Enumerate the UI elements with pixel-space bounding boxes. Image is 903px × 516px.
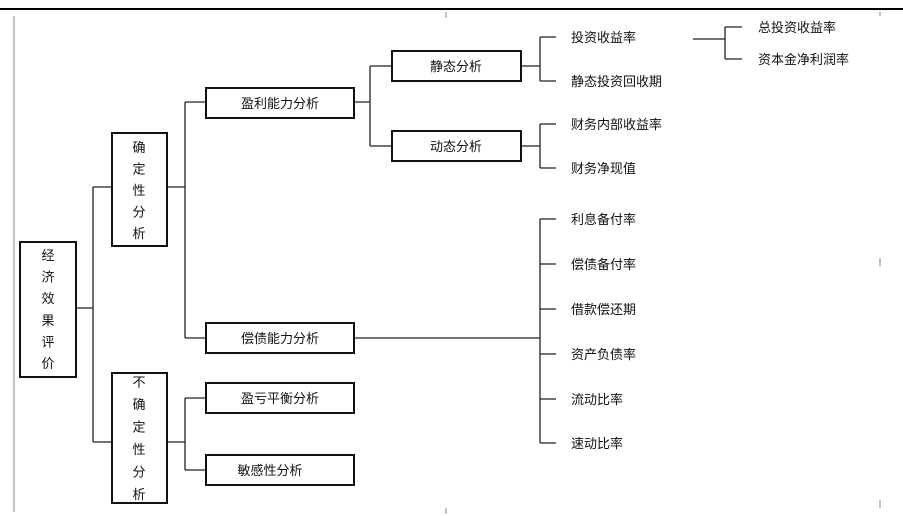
leaf-current-ratio: 流动比率 <box>571 392 623 408</box>
solvency-items: 利息备付率 偿债备付率 借款偿还期 资产负债率 流动比率 速动比率 <box>571 212 636 452</box>
dynamic-items: 财务内部收益率 财务净现值 <box>571 117 662 177</box>
solvency-analysis-label: 偿债能力分析 <box>241 332 319 347</box>
static-items: 投资收益率 静态投资回收期 <box>571 30 662 90</box>
leaf-loan-repayment-period: 借款偿还期 <box>571 303 636 318</box>
static-analysis-label: 静态分析 <box>430 60 482 75</box>
certainty-analysis-label: 确定性分析 <box>132 141 145 242</box>
connector-lines <box>76 26 742 471</box>
uncertainty-analysis-label: 不确定性分析 <box>132 375 145 503</box>
root-label: 经济效果评价 <box>41 249 54 372</box>
static-analysis-node: 静态分析 <box>391 50 522 82</box>
leaf-interest-coverage-ratio: 利息备付率 <box>571 212 636 228</box>
leaf-financial-irr: 财务内部收益率 <box>571 117 662 133</box>
leaf-quick-ratio: 速动比率 <box>571 436 623 452</box>
leaf-debt-service-coverage-ratio: 偿债备付率 <box>571 257 636 273</box>
dynamic-analysis-label: 动态分析 <box>430 140 482 155</box>
solvency-analysis-node: 偿债能力分析 <box>205 322 355 354</box>
leaf-investment-return-rate: 投资收益率 <box>571 30 636 46</box>
leaf-capital-net-profit-rate: 资本金净利润率 <box>758 52 849 68</box>
certainty-analysis-node: 确定性分析 <box>111 132 168 247</box>
sensitivity-analysis-node: 敏感性分析 <box>205 454 355 486</box>
page-crop-marks <box>445 12 881 514</box>
breakeven-analysis-label: 盈亏平衡分析 <box>241 392 319 407</box>
sensitivity-analysis-label: 敏感性分析 <box>237 463 302 479</box>
profitability-analysis-node: 盈利能力分析 <box>205 87 355 119</box>
roi-items: 总投资收益率 资本金净利润率 <box>758 20 849 68</box>
uncertainty-analysis-node: 不确定性分析 <box>111 372 168 504</box>
profitability-analysis-label: 盈利能力分析 <box>241 97 319 112</box>
root-node: 经济效果评价 <box>19 241 77 378</box>
leaf-asset-liability-ratio: 资产负债率 <box>571 347 636 363</box>
top-border-line <box>0 8 903 10</box>
leaf-financial-npv: 财务净现值 <box>571 161 636 177</box>
leaf-total-investment-return-rate: 总投资收益率 <box>758 20 836 36</box>
leaf-static-payback-period: 静态投资回收期 <box>571 74 662 90</box>
dynamic-analysis-node: 动态分析 <box>391 130 522 162</box>
breakeven-analysis-node: 盈亏平衡分析 <box>205 382 355 414</box>
